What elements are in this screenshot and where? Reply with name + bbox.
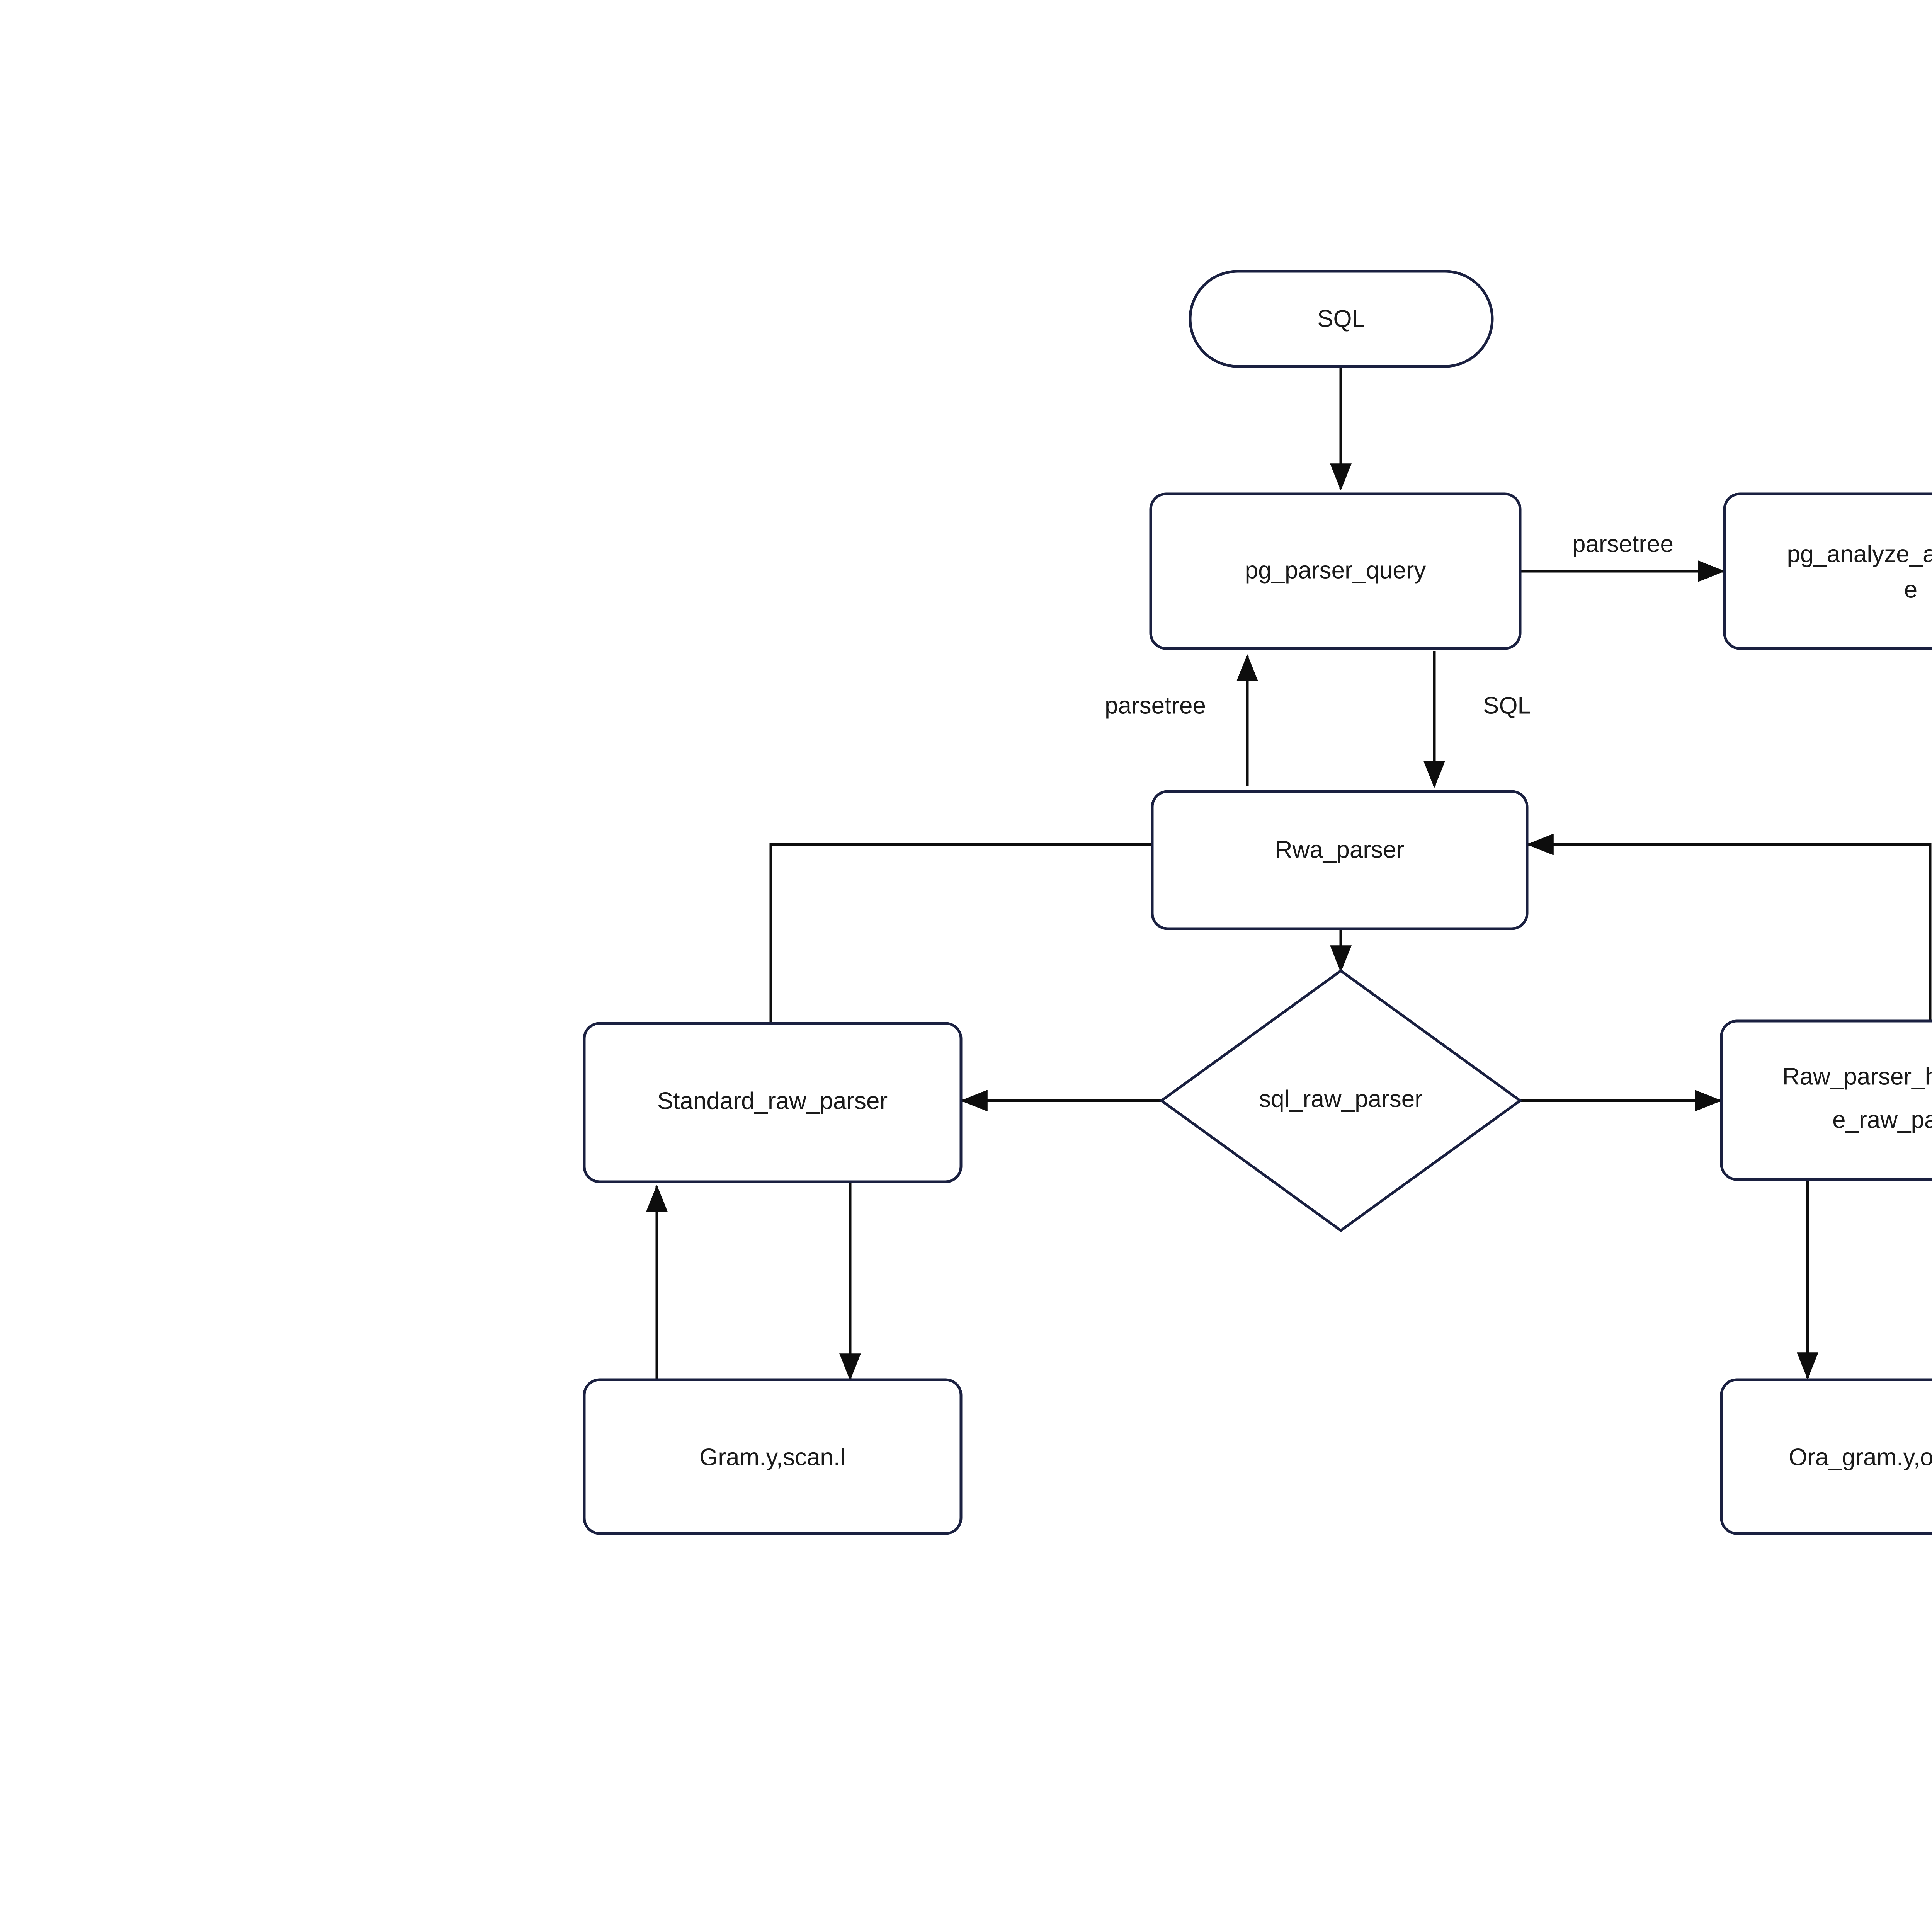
gram-scan-label: Gram.y,scan.l [699, 1444, 845, 1470]
raw-parser-hook-label-line1: Raw_parser_hook(oracl [1782, 1063, 1932, 1090]
node-sql-input[interactable]: SQL [1189, 270, 1494, 368]
edge-label-sql-down: SQL [1483, 692, 1531, 719]
sql-input-label: SQL [1317, 305, 1365, 332]
raw-parser-hook-shape[interactable] [1720, 1019, 1932, 1181]
edge-standard-raw-parser-to-rwa-parser [769, 834, 1235, 1022]
node-raw-parser-hook[interactable]: Raw_parser_hook(oracl e_raw_parser) [1720, 1019, 1932, 1181]
rwa-parser-label: Rwa_parser [1275, 836, 1404, 863]
pg-parser-query-shape[interactable] [1149, 492, 1522, 650]
node-pg-analyze-and-rewrite[interactable]: pg_analyze_and_rewrit e [1723, 492, 1932, 650]
standard-raw-parser-label: Standard_raw_parser [657, 1087, 888, 1114]
edge-label-parsetree-up: parsetree [1105, 692, 1206, 719]
edge-label-parsetree-top: parsetree [1572, 531, 1673, 557]
edge-raw-parser-hook-to-rwa-parser [1526, 834, 1932, 1020]
pg-analyze-and-rewrite-shape[interactable] [1723, 492, 1932, 650]
node-rwa-parser[interactable]: Rwa_parser [1151, 790, 1529, 930]
edge-pg-parser-query-to-analyze: parsetree [1520, 531, 1725, 582]
node-pg-parser-query[interactable]: pg_parser_query [1149, 492, 1522, 650]
pg-parser-query-label: pg_parser_query [1245, 557, 1426, 584]
sql-raw-parser-shape[interactable] [1159, 969, 1522, 1232]
node-standard-raw-parser[interactable]: Standard_raw_parser [583, 1022, 963, 1183]
sql-input-shape[interactable] [1189, 270, 1494, 368]
gram-scan-shape[interactable] [583, 1378, 963, 1535]
node-ora-gram-scan[interactable]: Ora_gram.y,ora_scan.l [1720, 1378, 1932, 1535]
ora-gram-scan-label: Ora_gram.y,ora_scan.l [1789, 1444, 1932, 1470]
node-sql-raw-parser[interactable]: sql_raw_parser [1159, 969, 1522, 1232]
standard-raw-parser-shape[interactable] [583, 1022, 963, 1183]
raw-parser-hook-label-line2: e_raw_parser) [1832, 1106, 1932, 1133]
edge-rwa-parser-to-pg-parser-query: parsetree [1105, 654, 1258, 786]
sql-raw-parser-label: sql_raw_parser [1259, 1086, 1423, 1112]
edge-pg-parser-query-to-rwa-parser: SQL [1423, 651, 1531, 788]
pg-analyze-and-rewrite-label-line2: e [1904, 576, 1917, 603]
ora-gram-scan-shape[interactable] [1720, 1378, 1932, 1535]
node-gram-scan[interactable]: Gram.y,scan.l [583, 1378, 963, 1535]
pg-analyze-and-rewrite-label-line1: pg_analyze_and_rewrit [1787, 541, 1932, 567]
rwa-parser-shape[interactable] [1151, 790, 1529, 930]
